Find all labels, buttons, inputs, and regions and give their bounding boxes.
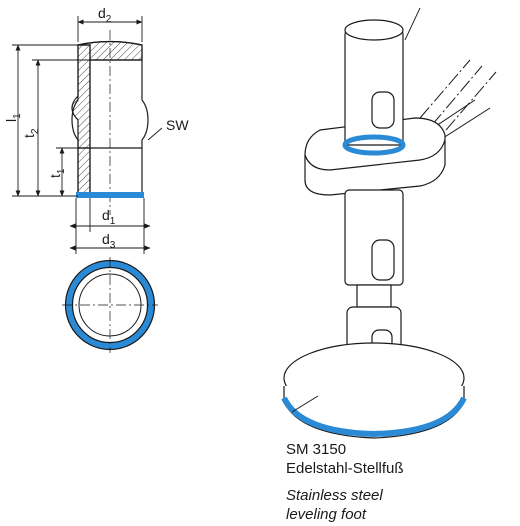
mounting-plate	[304, 117, 446, 196]
product-name-de: Edelstahl-Stellfuß	[286, 460, 404, 477]
label-l1: l1	[3, 113, 23, 122]
label-d1: d1	[102, 207, 116, 227]
leveling-foot-iso	[281, 7, 497, 439]
section-hatch-lower	[77, 147, 91, 197]
label-t1: t1	[47, 168, 67, 178]
label-t2: t2	[21, 128, 41, 138]
section-outline	[71, 40, 149, 197]
upper-stud	[344, 29, 404, 146]
section-blue-pad	[76, 192, 144, 198]
top-view	[62, 257, 158, 353]
label-d2: d2	[98, 5, 112, 25]
section-view	[71, 30, 149, 215]
product-code: SM 3150	[286, 441, 347, 458]
base-plate-side	[283, 386, 465, 439]
product-name-en-line2: leveling foot	[286, 506, 367, 523]
dimension-lines	[12, 16, 163, 254]
label-d3: d3	[102, 231, 116, 251]
product-name-en-line1: Stainless steel	[286, 487, 383, 504]
label-sw: SW	[166, 117, 189, 133]
